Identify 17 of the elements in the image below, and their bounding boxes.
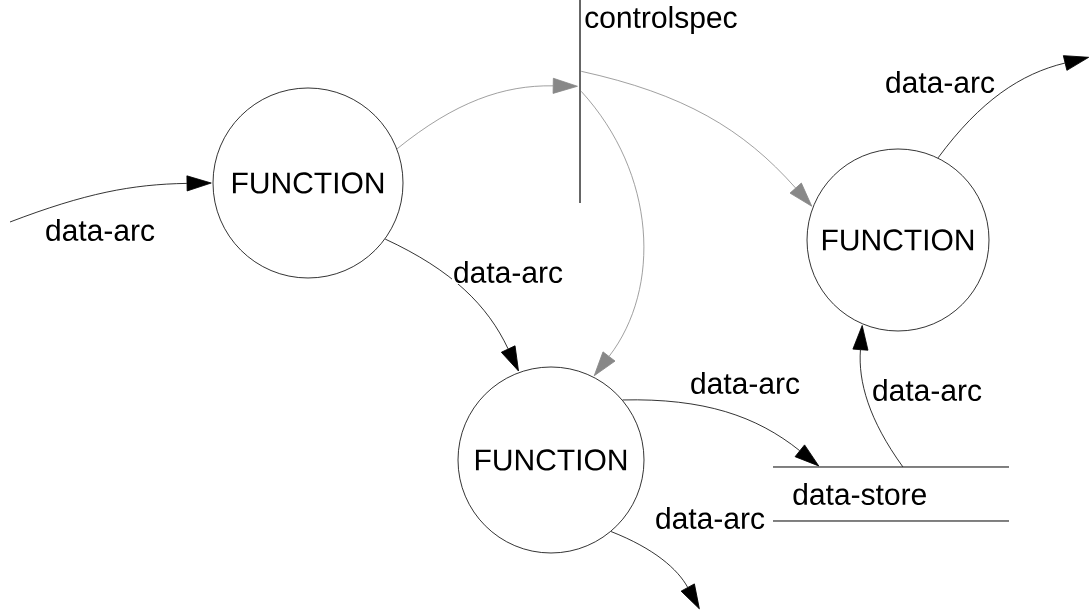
edge-label: data-arc	[44, 218, 157, 242]
arrow	[580, 90, 645, 377]
edge-label: data-arc	[871, 378, 984, 402]
arrow	[610, 531, 700, 610]
arrow	[580, 70, 813, 207]
data-store: data-store	[772, 466, 1010, 522]
arrow	[9, 175, 212, 223]
edge-label: data-arc	[884, 70, 997, 94]
arrow	[622, 399, 820, 467]
control-bar: controlspec	[579, 0, 737, 204]
edge-label: data-arc	[689, 371, 802, 395]
arrow	[396, 77, 578, 150]
edge-label: data-arc	[654, 506, 767, 530]
edge-label: data-arc	[452, 260, 565, 284]
arrow	[937, 55, 1090, 159]
arrow	[384, 238, 519, 372]
arrow	[852, 325, 904, 468]
